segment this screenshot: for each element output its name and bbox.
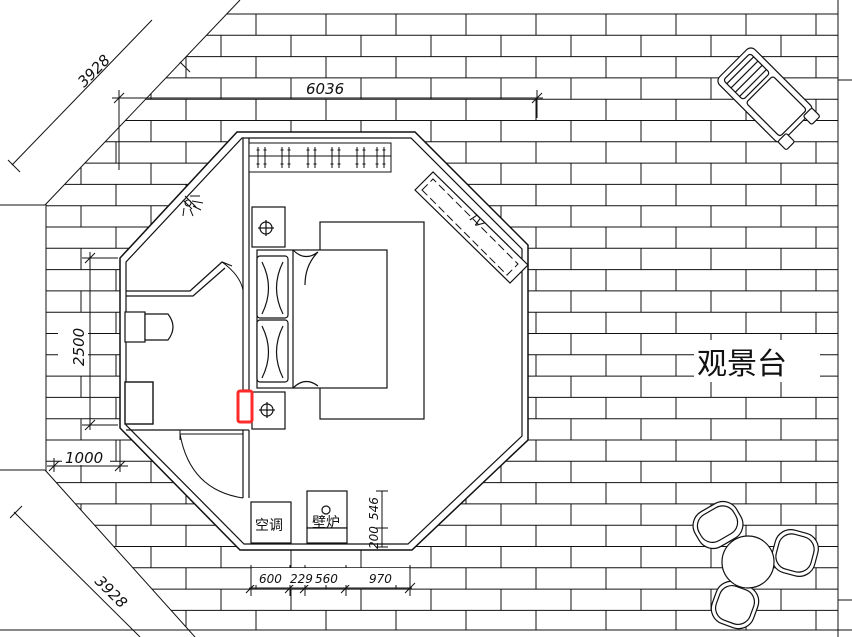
terrace-label: 观景台 [697,347,787,382]
tv-cabinet: TV [414,171,529,284]
fireplace-label: 壁炉 [312,515,340,531]
top-left-dimension-zone [0,0,240,205]
shower-icon [182,195,204,217]
hanger [287,147,291,168]
fireplace-depth-label: 546 [367,497,381,520]
diag-top-dimension-lines [0,0,241,206]
left-width-dimension-lines [47,440,128,472]
left-height-label: 2500 [70,328,88,366]
hanger [355,147,359,168]
toilet-icon [124,311,174,343]
bottom-left-dimension-zone [0,470,195,637]
bottom-dim-d: 970 [369,572,392,586]
ac-label: 空调 [255,518,283,534]
hanger [263,147,267,168]
round-table-set-icon [692,500,819,630]
hanger [280,147,284,168]
hanger [375,147,379,168]
lounge-chair-icon [717,47,820,150]
top-width-label: 6036 [306,80,344,98]
fireplace-dimension-lines [376,490,388,548]
top-width-dimension-lines [112,90,543,170]
bedside-table-top [251,206,286,248]
left-width-label: 1000 [65,449,103,467]
bottom-dim-c: 560 [315,572,338,586]
hanger [256,147,260,168]
hanger [337,147,341,168]
wardrobe [248,142,392,173]
highlight-marker[interactable] [236,389,254,424]
ac-unit [250,501,292,544]
hanger [313,147,317,168]
diag-bottom-dimension-lines [0,469,196,637]
bed [256,221,425,420]
hanger [330,147,334,168]
vanity-cabinet [124,381,154,425]
bottom-dim-b: 229 [290,572,313,586]
bottom-dim-a: 600 [259,572,282,586]
left-height-dimension-lines [82,252,118,431]
hanger [306,147,310,168]
hanger [382,147,386,168]
hanger [362,147,366,168]
fireplace-offset-label: 200 [367,526,381,549]
pillows [256,255,289,383]
bedside-table-bottom [251,391,286,430]
fireplace [306,490,348,544]
